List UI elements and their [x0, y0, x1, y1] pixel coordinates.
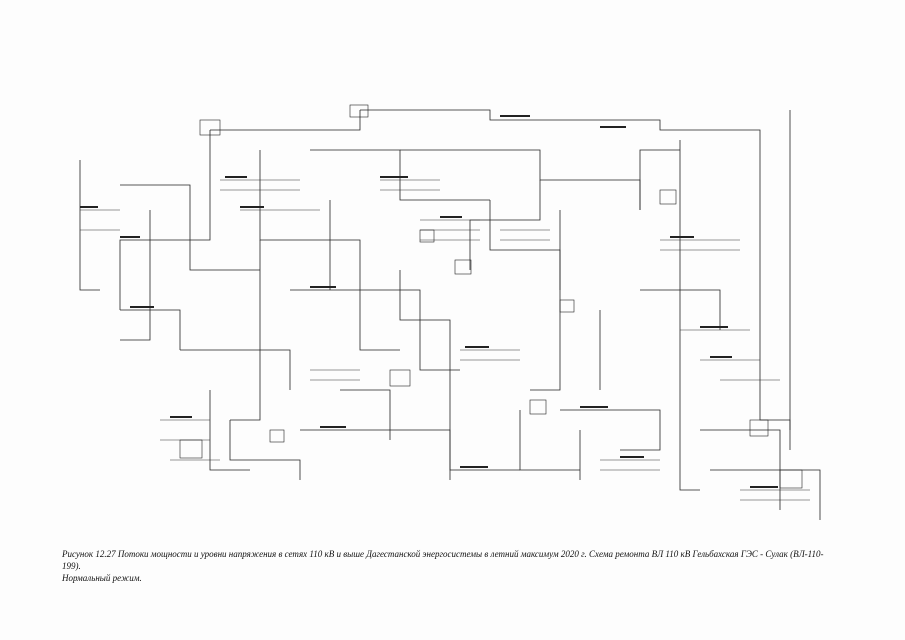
transmission-lines — [79, 109, 821, 520]
secondary-lines — [80, 179, 810, 501]
substations — [179, 104, 803, 489]
caption-line-1: Рисунок 12.27 Потоки мощности и уровни н… — [62, 549, 824, 571]
caption-line-2: Нормальный режим. — [62, 573, 142, 583]
flow-labels — [80, 115, 778, 488]
power-network-schematic — [79, 104, 821, 520]
figure-caption: Рисунок 12.27 Потоки мощности и уровни н… — [62, 548, 842, 584]
